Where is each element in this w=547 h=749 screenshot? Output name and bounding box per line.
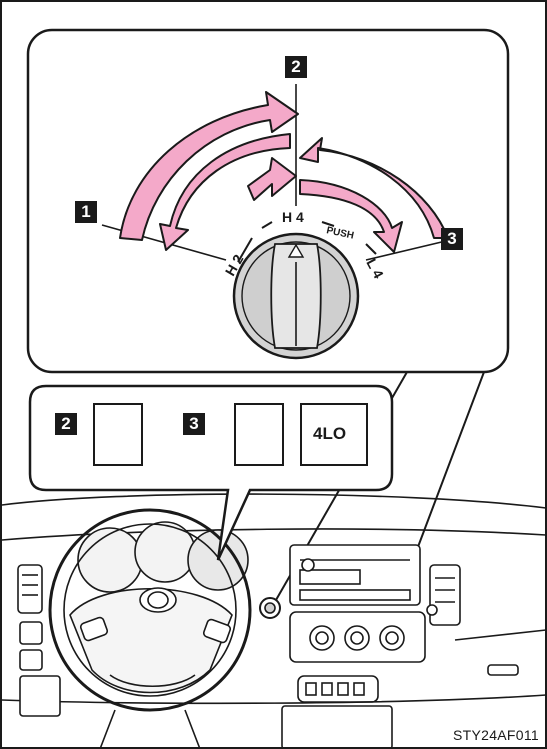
indicator-4lo-text: 4LO	[313, 424, 346, 444]
position-marker-1: 1	[75, 201, 97, 223]
figure-code: STY24AF011	[453, 727, 539, 743]
position-marker-2: 2	[285, 56, 307, 78]
position-marker-3: 3	[441, 228, 463, 250]
indicator-box-l4	[234, 403, 284, 466]
dial-label-h4: H 4	[282, 209, 304, 225]
indicator-group-2-label: 2	[55, 413, 77, 435]
indicator-group-3-label: 3	[183, 413, 205, 435]
four-wheel-drive-knob	[234, 234, 358, 358]
indicator-box-h4	[93, 403, 143, 466]
